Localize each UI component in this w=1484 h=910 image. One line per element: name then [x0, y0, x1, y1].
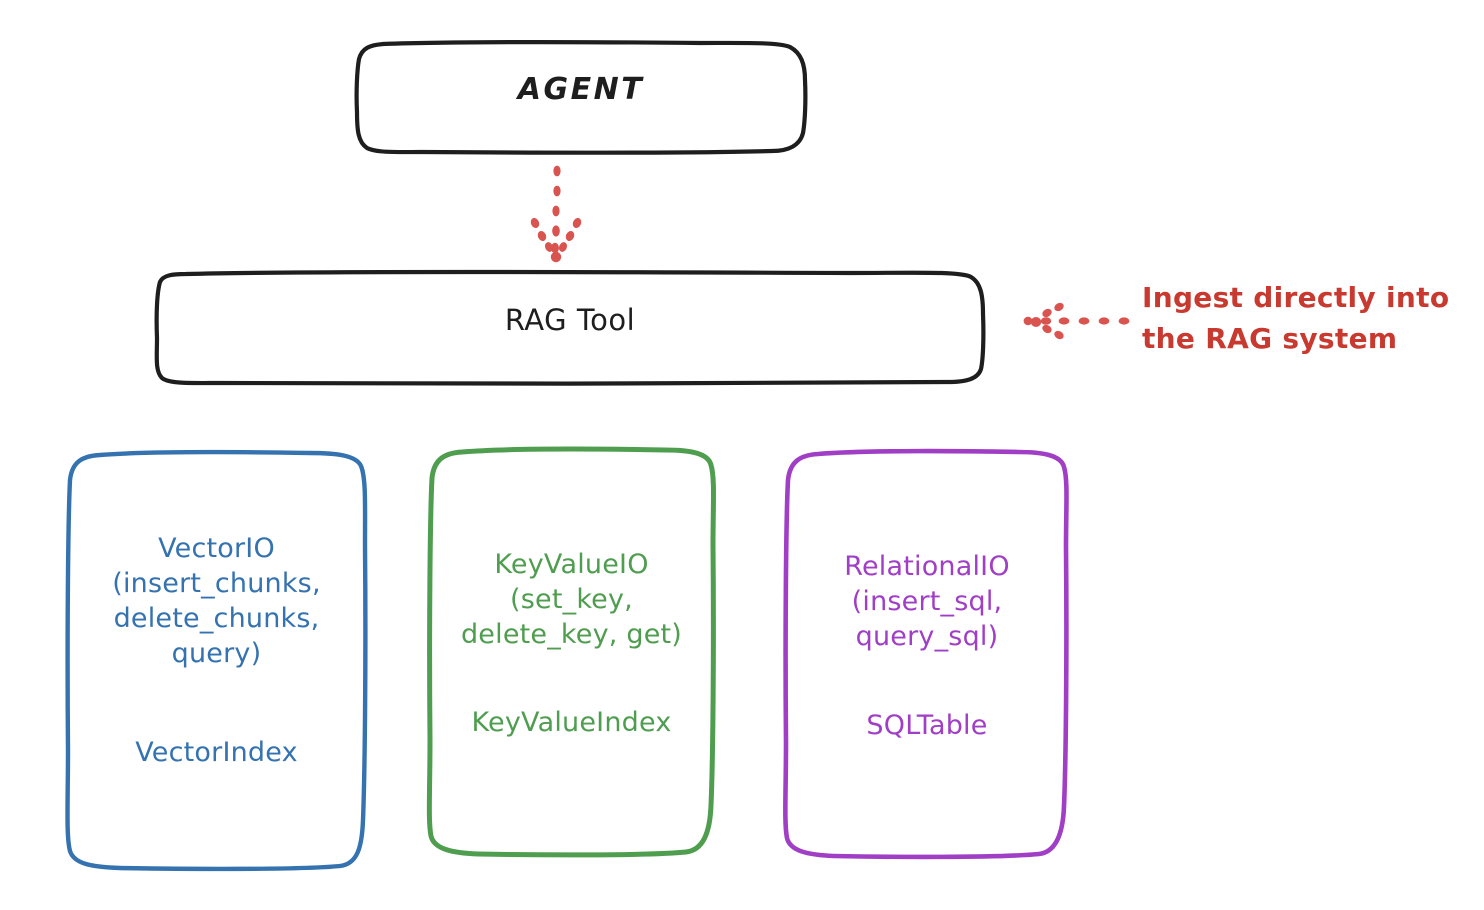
relational-io-box-outline [783, 448, 1069, 860]
key-value-index-label: KeyValueIndex [471, 707, 672, 738]
note-to-rag-dotted-arrow [1023, 302, 1130, 340]
key-value-io-box-outline [426, 446, 716, 858]
sql-table-label: SQLTable [866, 710, 988, 741]
vector-io-methods-label: VectorIO (insert_chunks, delete_chunks, … [112, 533, 321, 670]
agent-box-outline [354, 39, 808, 155]
vector-io-box-outline [65, 449, 368, 872]
key-value-io-node[interactable] [426, 446, 716, 858]
rag-tool-box-outline [154, 269, 986, 386]
agent-to-rag-dotted-arrow [530, 165, 582, 263]
vector-index-label: VectorIndex [135, 737, 298, 768]
agent-node[interactable] [354, 39, 808, 155]
relational-io-node[interactable] [783, 448, 1069, 860]
rag-tool-node[interactable] [154, 269, 986, 386]
vector-io-node[interactable] [65, 449, 368, 872]
relational-io-methods-label: RelationalIO (insert_sql, query_sql) [844, 551, 1010, 653]
key-value-io-methods-label: KeyValueIO (set_key, delete_key, get) [460, 549, 683, 651]
ingest-annotation-label: Ingest directly into the RAG system [1142, 281, 1450, 355]
